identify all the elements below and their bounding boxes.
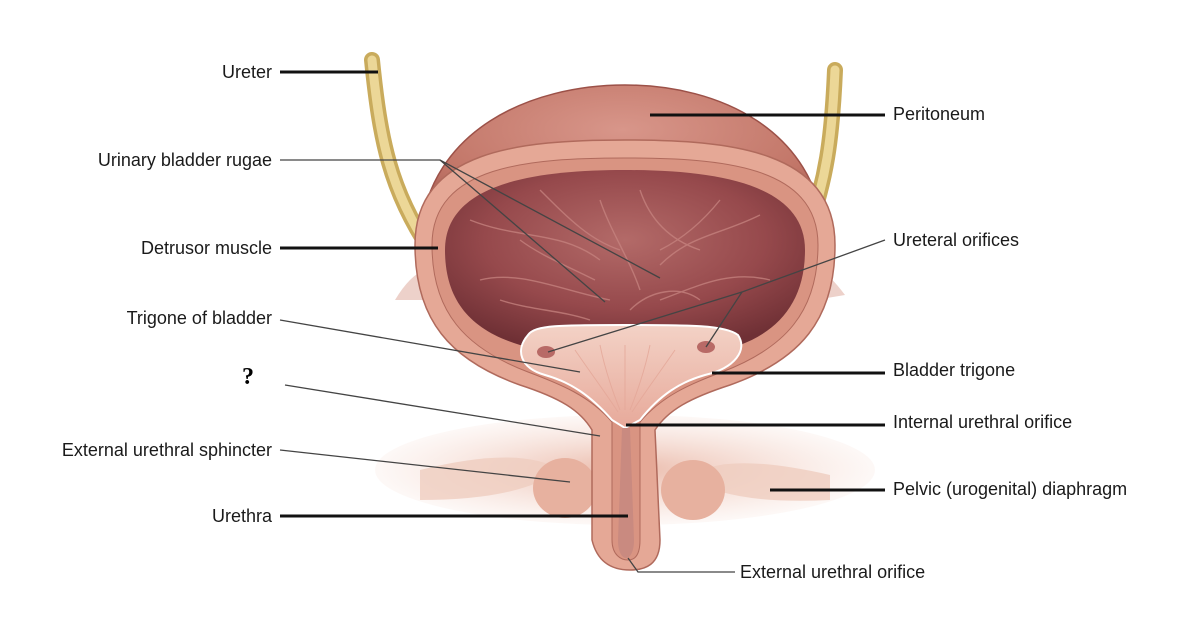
label-trigone-of-bladder: Trigone of bladder [127,308,272,328]
label-pelvic-diaphragm: Pelvic (urogenital) diaphragm [893,479,1127,499]
leader-external-orifice [627,557,735,573]
trigone-striations [574,344,676,413]
label-external-orifice: External urethral orifice [740,562,925,582]
label-question: ? [242,364,254,390]
label-urethra: Urethra [212,506,273,526]
trigone [520,324,743,430]
label-internal-orifice: Internal urethral orifice [893,412,1072,432]
leader-trigone-of-bladder [279,319,581,373]
label-detrusor: Detrusor muscle [141,238,272,258]
label-ureter: Ureter [222,62,272,82]
leader-ureteral-orifices-2 [547,291,743,353]
label-bladder-trigone: Bladder trigone [893,360,1015,380]
rugae-folds [469,189,771,321]
leader-rugae-2 [439,159,606,303]
label-ureteral-orifices: Ureteral orifices [893,230,1019,250]
label-rugae: Urinary bladder rugae [98,150,272,170]
ureteral-orifice-left [537,346,555,358]
leader-question [284,384,601,437]
leader-ext-sphincter [279,449,571,483]
label-ext-sphincter: External urethral sphincter [62,440,272,460]
label-peritoneum: Peritoneum [893,104,985,124]
bladder-interior [445,170,805,345]
urethra-lumen [618,428,634,558]
